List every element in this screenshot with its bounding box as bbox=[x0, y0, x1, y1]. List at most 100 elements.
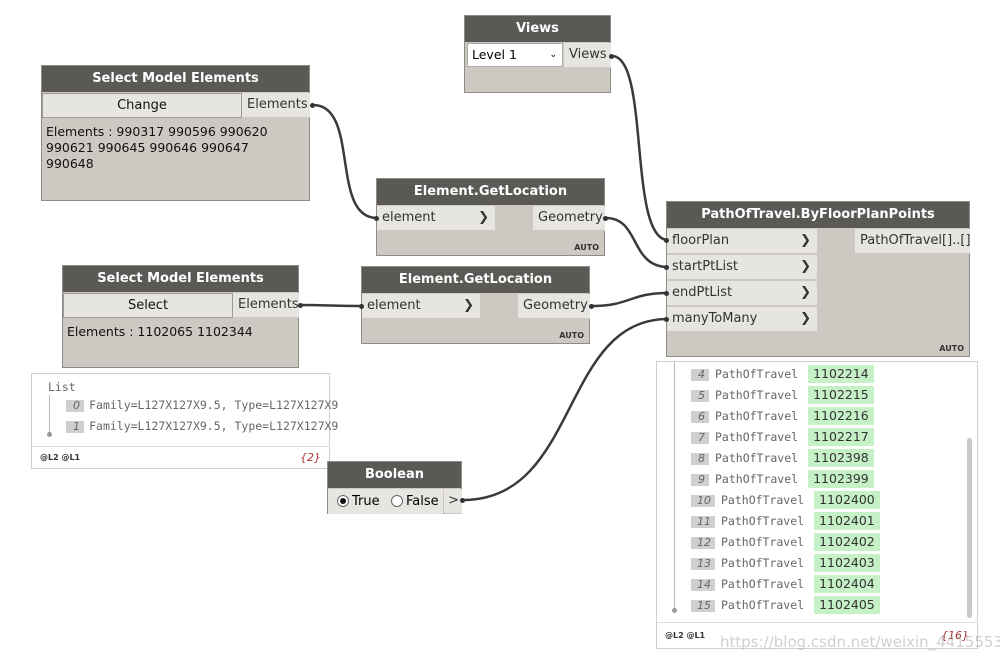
output-port-pathoftravel[interactable]: PathOfTravel[]..[] bbox=[855, 229, 971, 254]
connector-dot bbox=[664, 317, 669, 322]
connector-dot bbox=[460, 498, 465, 503]
chevron-right-icon: ❯ bbox=[800, 311, 811, 326]
node-title: Views bbox=[465, 16, 610, 42]
input-port-startptlist[interactable]: startPtList ❯ bbox=[667, 255, 817, 280]
output-port-geometry[interactable]: Geometry bbox=[518, 294, 590, 319]
port-label: element bbox=[382, 210, 436, 225]
get-location-node-1[interactable]: Element.GetLocation element ❯ Geometry A… bbox=[376, 178, 605, 256]
chevron-right-icon: ❯ bbox=[478, 210, 489, 225]
item-index: 12 bbox=[691, 537, 715, 549]
wire-geometry-endptlist bbox=[591, 291, 669, 308]
lacing-label: AUTO bbox=[939, 344, 964, 353]
wire-boolean-manytomany bbox=[462, 317, 669, 502]
port-label: Geometry bbox=[523, 298, 588, 313]
port-label: manyToMany bbox=[672, 311, 758, 326]
select-model-elements-node-2[interactable]: Select Model Elements Select Elements El… bbox=[62, 265, 299, 368]
item-type: PathOfTravel bbox=[721, 493, 805, 507]
item-index: 0 bbox=[66, 400, 84, 412]
scrollbar-thumb[interactable] bbox=[967, 438, 972, 618]
item-index: 6 bbox=[691, 411, 709, 423]
port-label: Geometry bbox=[538, 210, 603, 225]
connector-dot bbox=[664, 265, 669, 270]
connector-dot bbox=[589, 304, 594, 309]
change-button[interactable]: Change bbox=[42, 93, 242, 118]
path-of-travel-node[interactable]: PathOfTravel.ByFloorPlanPoints floorPlan… bbox=[666, 201, 971, 357]
item-type: PathOfTravel bbox=[721, 514, 805, 528]
chevron-right-icon: ❯ bbox=[463, 298, 474, 313]
path-count: {16} bbox=[941, 629, 969, 642]
connector-dot bbox=[359, 304, 364, 309]
wire-views-floorplan bbox=[611, 54, 669, 242]
node-title: Element.GetLocation bbox=[362, 267, 589, 293]
list-levels: @L2 @L1 bbox=[40, 453, 81, 462]
lacing-label: AUTO bbox=[559, 331, 584, 340]
item-value: 1102215 bbox=[808, 386, 874, 404]
false-label: False bbox=[406, 494, 439, 509]
select-model-elements-node-1[interactable]: Select Model Elements Change Elements El… bbox=[41, 65, 310, 201]
input-port-endptlist[interactable]: endPtList ❯ bbox=[667, 281, 817, 306]
node-title: Element.GetLocation bbox=[377, 179, 604, 205]
connector-dot bbox=[310, 103, 315, 108]
get-location-node-2[interactable]: Element.GetLocation element ❯ Geometry A… bbox=[361, 266, 590, 344]
output-port-elements[interactable]: Elements bbox=[233, 293, 299, 318]
list-item: 7 PathOfTravel 1102217 bbox=[691, 427, 874, 446]
connector-dot bbox=[609, 54, 614, 59]
watermark-text: https://blog.csdn.net/weixin_4415553 bbox=[720, 633, 1000, 651]
port-label: > bbox=[448, 493, 459, 508]
item-type: PathOfTravel bbox=[715, 367, 799, 381]
false-radio[interactable] bbox=[391, 495, 403, 507]
node-title: PathOfTravel.ByFloorPlanPoints bbox=[667, 202, 969, 228]
port-label: Elements bbox=[238, 297, 299, 312]
path-levels: @L2 @L1 bbox=[665, 631, 706, 640]
list-item: 1 Family=L127X127X9.5, Type=L127X127X9 bbox=[66, 416, 338, 434]
select-button[interactable]: Select bbox=[63, 293, 233, 318]
input-port-floorplan[interactable]: floorPlan ❯ bbox=[667, 229, 817, 254]
port-label: floorPlan bbox=[672, 233, 730, 248]
item-type: PathOfTravel bbox=[715, 430, 799, 444]
port-label: PathOfTravel[]..[] bbox=[860, 233, 971, 248]
selection-info: Elements : 990317 990596 990620 990621 9… bbox=[46, 124, 268, 171]
list-item: 0 Family=L127X127X9.5, Type=L127X127X9 bbox=[66, 395, 338, 413]
true-label: True bbox=[352, 494, 380, 509]
input-port-element[interactable]: element ❯ bbox=[377, 206, 495, 231]
node-title: Boolean bbox=[328, 462, 461, 488]
connector-dot bbox=[664, 238, 669, 243]
views-node[interactable]: Views Level 1 ⌄ Views bbox=[464, 15, 611, 93]
item-type: PathOfTravel bbox=[715, 472, 799, 486]
item-index: 4 bbox=[691, 369, 709, 381]
port-label: Views bbox=[569, 47, 607, 62]
item-index: 15 bbox=[691, 600, 715, 612]
port-label: startPtList bbox=[672, 259, 738, 274]
output-port-geometry[interactable]: Geometry bbox=[533, 206, 605, 231]
item-text: Family=L127X127X9.5, Type=L127X127X9 bbox=[89, 398, 339, 412]
output-port-elements[interactable]: Elements bbox=[242, 93, 310, 118]
item-value: 1102400 bbox=[814, 491, 880, 509]
output-port-views[interactable]: Views bbox=[564, 43, 611, 68]
item-value: 1102405 bbox=[814, 596, 880, 614]
level-dropdown-value: Level 1 bbox=[472, 47, 517, 62]
wire-elements-element-2 bbox=[300, 303, 363, 308]
item-value: 1102399 bbox=[808, 470, 874, 488]
item-value: 1102216 bbox=[808, 407, 874, 425]
wire-elements-element-1 bbox=[312, 103, 378, 220]
list-item: 6 PathOfTravel 1102216 bbox=[691, 406, 874, 425]
item-index: 14 bbox=[691, 579, 715, 591]
port-label: Elements bbox=[247, 97, 308, 112]
item-type: PathOfTravel bbox=[715, 409, 799, 423]
input-port-manytomany[interactable]: manyToMany ❯ bbox=[667, 307, 817, 332]
item-value: 1102217 bbox=[808, 428, 874, 446]
list-watch-panel[interactable]: List 0 Family=L127X127X9.5, Type=L127X12… bbox=[31, 373, 338, 469]
level-dropdown[interactable]: Level 1 ⌄ bbox=[467, 43, 563, 67]
output-port-boolean[interactable]: > bbox=[444, 489, 462, 514]
radio-selected-dot-icon bbox=[340, 498, 346, 504]
input-port-element[interactable]: element ❯ bbox=[362, 294, 480, 319]
true-radio[interactable] bbox=[337, 495, 349, 507]
item-index: 7 bbox=[691, 432, 709, 444]
boolean-node[interactable]: Boolean True False > bbox=[327, 461, 462, 514]
